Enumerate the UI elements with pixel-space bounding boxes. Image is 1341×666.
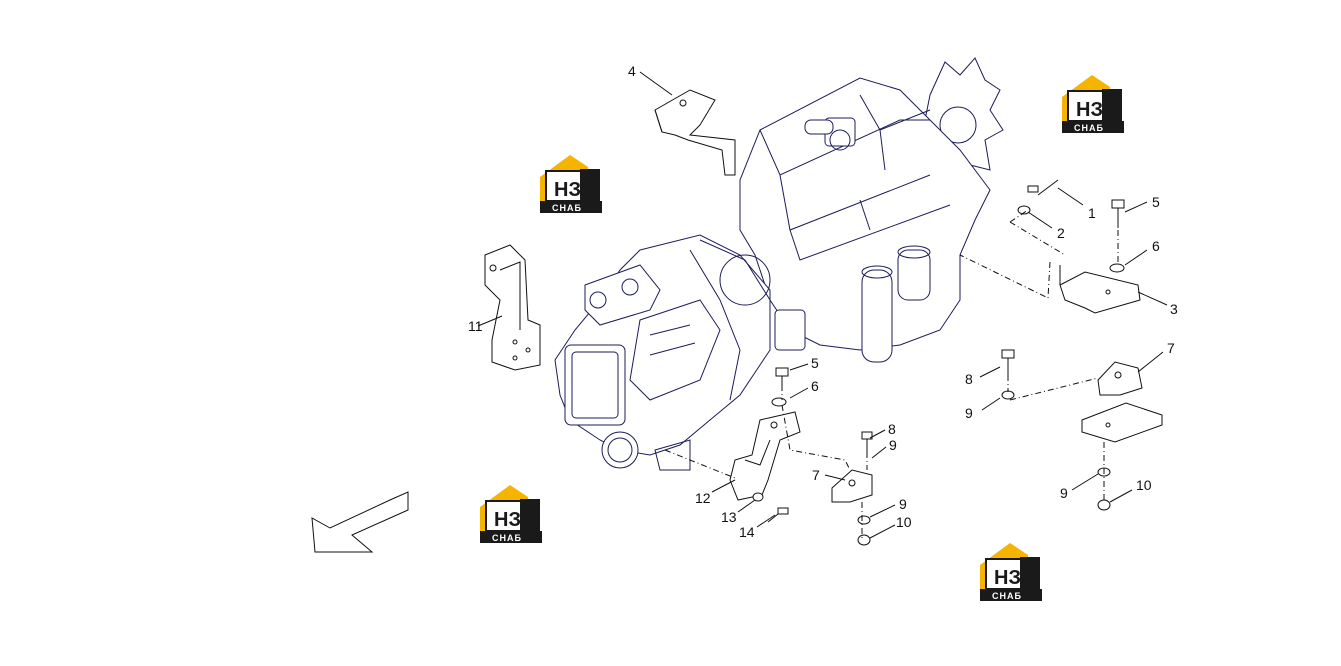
svg-text:НЗ: НЗ xyxy=(554,179,581,201)
part-4-bracket xyxy=(654,89,736,176)
callout-13: 13 xyxy=(721,509,737,525)
callout-5: 5 xyxy=(1152,194,1160,210)
part-3-bracket xyxy=(1059,265,1141,314)
watermark-logo: НЗ СНАБ xyxy=(539,154,603,214)
callout-6: 6 xyxy=(1152,238,1160,254)
leader-lines xyxy=(477,71,1168,539)
svg-text:СНАБ: СНАБ xyxy=(1074,123,1104,133)
svg-text:СНАБ: СНАБ xyxy=(492,533,522,543)
callout-9: 9 xyxy=(899,496,907,512)
svg-text:СНАБ: СНАБ xyxy=(992,591,1022,601)
callout-8: 8 xyxy=(965,371,973,387)
callout-12: 12 xyxy=(695,490,711,506)
callout-9: 9 xyxy=(889,437,897,453)
alignment-lines xyxy=(664,209,1119,540)
callout-7: 7 xyxy=(812,467,820,483)
callout-11: 11 xyxy=(468,318,483,334)
callout-7: 7 xyxy=(1167,340,1175,356)
callout-10: 10 xyxy=(896,514,912,530)
callout-9: 9 xyxy=(1060,485,1068,501)
part-7-mount-right xyxy=(1081,361,1163,443)
callout-3: 3 xyxy=(1170,301,1178,317)
svg-text:НЗ: НЗ xyxy=(994,567,1021,589)
part-7-mount-left xyxy=(831,469,873,503)
engine-assembly xyxy=(739,57,1004,363)
callout-6: 6 xyxy=(811,378,819,394)
callout-9: 9 xyxy=(965,405,973,421)
part-12-bracket xyxy=(729,411,801,501)
callout-2: 2 xyxy=(1057,225,1065,241)
part-11-bracket xyxy=(484,244,541,371)
watermark-logo: НЗ СНАБ xyxy=(1061,74,1125,134)
watermark-logo: НЗ СНАБ xyxy=(479,484,543,544)
callout-4: 4 xyxy=(628,63,636,79)
callout-labels: 1 2 3 4 5 6 7 8 9 9 10 11 5 6 8 9 7 12 1… xyxy=(468,63,1178,540)
callout-10: 10 xyxy=(1136,477,1152,493)
svg-text:НЗ: НЗ xyxy=(494,509,521,531)
callout-8: 8 xyxy=(888,421,896,437)
svg-text:СНАБ: СНАБ xyxy=(552,203,582,213)
svg-text:НЗ: НЗ xyxy=(1076,99,1103,121)
front-direction-arrow xyxy=(311,491,409,553)
callout-1: 1 xyxy=(1088,205,1096,221)
watermark-logo: НЗ СНАБ xyxy=(979,542,1043,602)
callout-5: 5 xyxy=(811,355,819,371)
callout-14: 14 xyxy=(739,524,755,540)
pump-gearbox-assembly xyxy=(554,234,771,471)
